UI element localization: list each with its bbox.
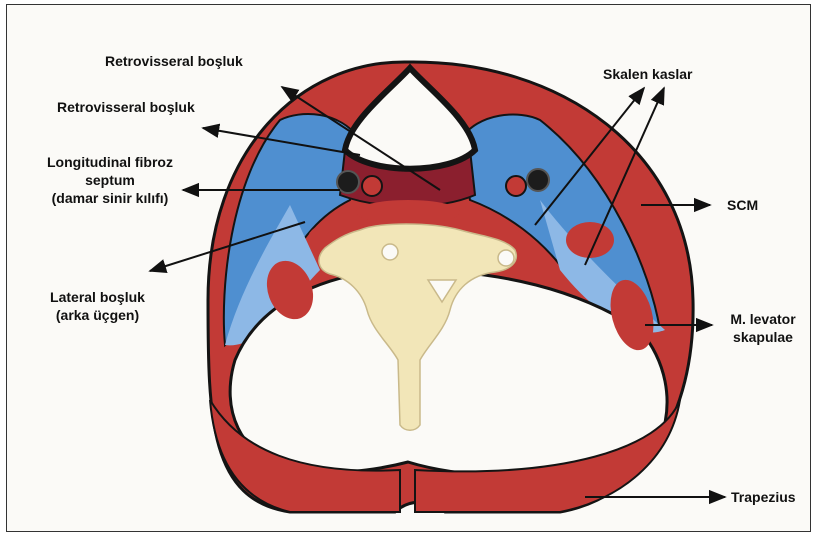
label-levator-line2: skapulae <box>713 328 813 346</box>
label-septum: Longitudinal fibroz septum (damar sinir … <box>30 153 190 207</box>
label-trapezius: Trapezius <box>731 488 796 506</box>
longus-colli-muscle <box>356 200 460 224</box>
left-transverse-foramen <box>382 244 398 260</box>
label-retrovisseral-top: Retrovisseral boşluk <box>105 52 243 70</box>
label-lateral-line1: Lateral boşluk <box>30 288 165 306</box>
label-lateral: Lateral boşluk (arka üçgen) <box>30 288 165 324</box>
label-lateral-line2: (arka üçgen) <box>30 306 165 324</box>
label-septum-line2: septum <box>30 171 190 189</box>
label-levator-line1: M. levator <box>713 310 813 328</box>
label-skalen: Skalen kaslar <box>603 65 693 83</box>
label-septum-line1: Longitudinal fibroz <box>30 153 190 171</box>
label-retrovisseral-mid: Retrovisseral boşluk <box>57 98 195 116</box>
label-levator: M. levator skapulae <box>713 310 813 346</box>
right-transverse-foramen <box>498 250 514 266</box>
label-septum-line3: (damar sinir kılıfı) <box>30 189 190 207</box>
label-scm: SCM <box>727 196 758 214</box>
